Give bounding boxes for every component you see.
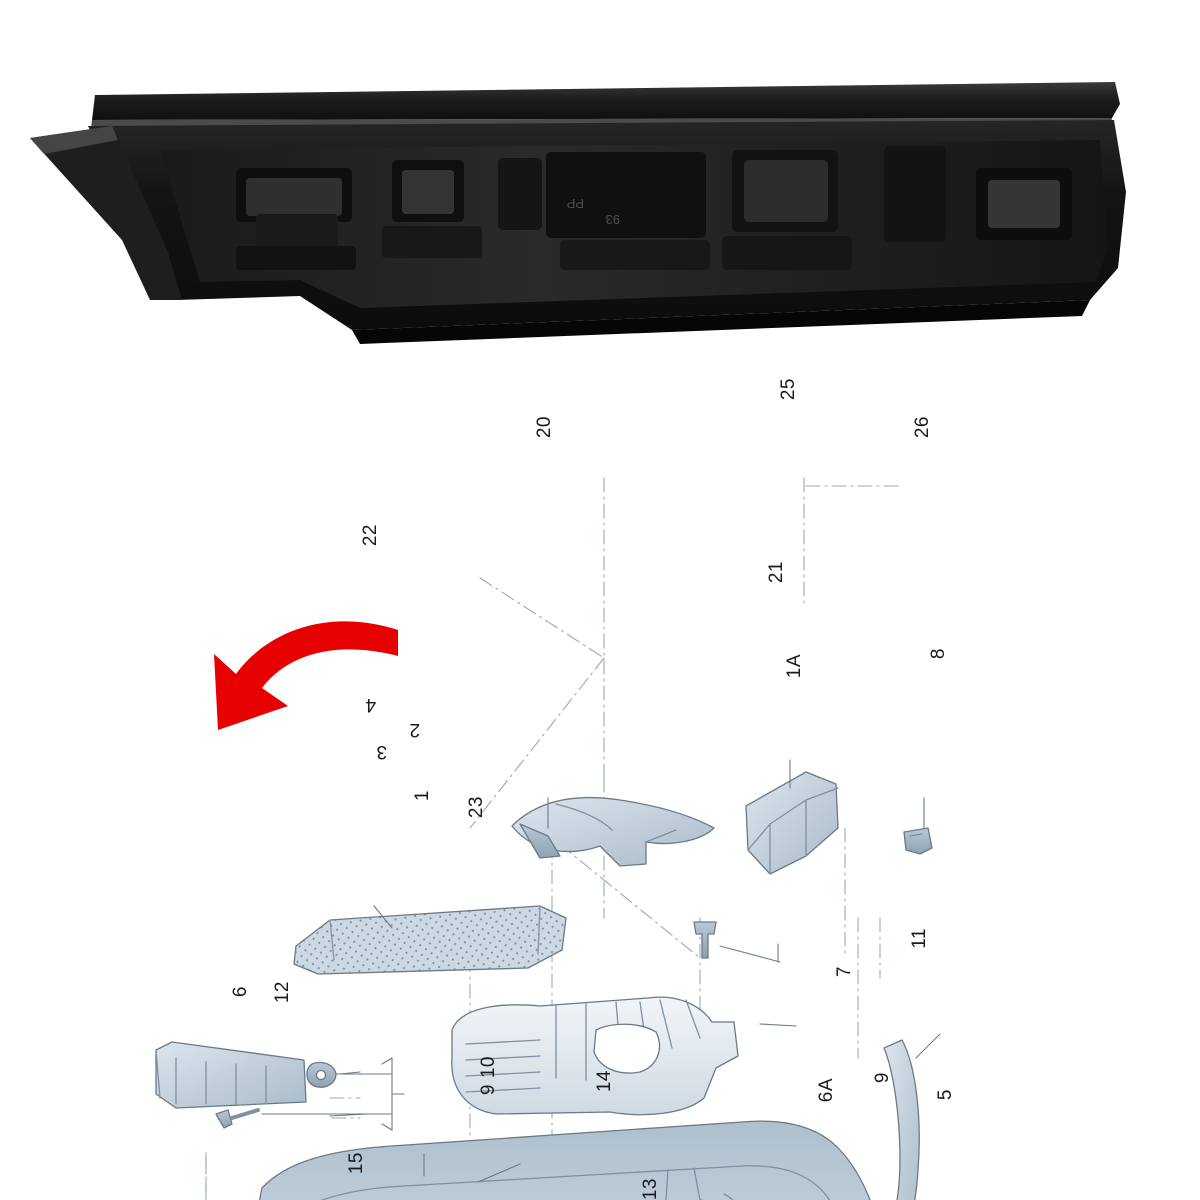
- leader-lines: [329, 759, 941, 1183]
- diagram-svg: [155, 477, 941, 1200]
- callout-14: 14: [594, 1070, 615, 1093]
- photo-left-tab: [30, 126, 182, 300]
- photo-molded-text: 93 PP: [567, 196, 620, 227]
- callout-5: 5: [935, 1089, 956, 1101]
- callout-group-2: [261, 1057, 405, 1131]
- part-26-clip: [903, 827, 933, 855]
- svg-text:93: 93: [606, 212, 620, 227]
- callout-9b: 9: [872, 1072, 893, 1084]
- callout-13: 13: [640, 1178, 661, 1200]
- photo-left-tab-edge: [30, 126, 118, 154]
- photo-clip-group: [236, 146, 1072, 270]
- callout-10: 10: [478, 1056, 499, 1079]
- part-25-bracket: [745, 771, 839, 875]
- callout-12: 12: [272, 981, 293, 1004]
- callout-3: 3: [376, 741, 388, 762]
- part-21-rivet: [693, 921, 717, 959]
- callout-2: 2: [409, 719, 421, 740]
- photo-bottom-shadow: [352, 300, 1090, 344]
- callout-11: 11: [909, 928, 930, 949]
- callout-26: 26: [912, 416, 933, 439]
- exploded-diagram: 20 25 26 22 21 1A 8 4 2 3 1 23 11 7 12 6…: [0, 358, 1200, 1200]
- callout-8: 8: [928, 648, 949, 660]
- callout-7: 7: [834, 966, 855, 978]
- callout-25: 25: [778, 378, 799, 401]
- callout-6A: 6A: [816, 1078, 837, 1103]
- callout-20: 20: [534, 416, 555, 439]
- callout-23: 23: [466, 796, 487, 819]
- callout-22: 22: [360, 524, 381, 547]
- callout-6: 6: [230, 986, 251, 998]
- part-8-side-trim: [883, 1039, 920, 1200]
- callout-21: 21: [766, 561, 787, 584]
- red-highlight-arrow: [214, 621, 398, 730]
- part-1A-grille-panel: [451, 996, 739, 1116]
- callout-4: 4: [365, 694, 377, 715]
- part-3-bolt: [215, 1108, 260, 1129]
- photo-upper-rail: [92, 82, 1120, 120]
- callout-9: 9: [478, 1084, 499, 1096]
- bumper-bracket-photo: 93 PP: [0, 0, 1200, 360]
- callout-1A: 1A: [784, 654, 805, 679]
- callout-1: 1: [412, 790, 433, 802]
- svg-text:PP: PP: [567, 196, 584, 211]
- part-20-air-duct: [511, 796, 715, 867]
- part-22-foam-absorber: [293, 905, 567, 975]
- part-1-bumper-cover: [259, 1120, 871, 1200]
- part-4-nut: [306, 1061, 337, 1088]
- callout-15: 15: [346, 1152, 367, 1175]
- photo-svg: 93 PP: [30, 82, 1126, 344]
- part-3-4-bracket: [155, 1041, 307, 1109]
